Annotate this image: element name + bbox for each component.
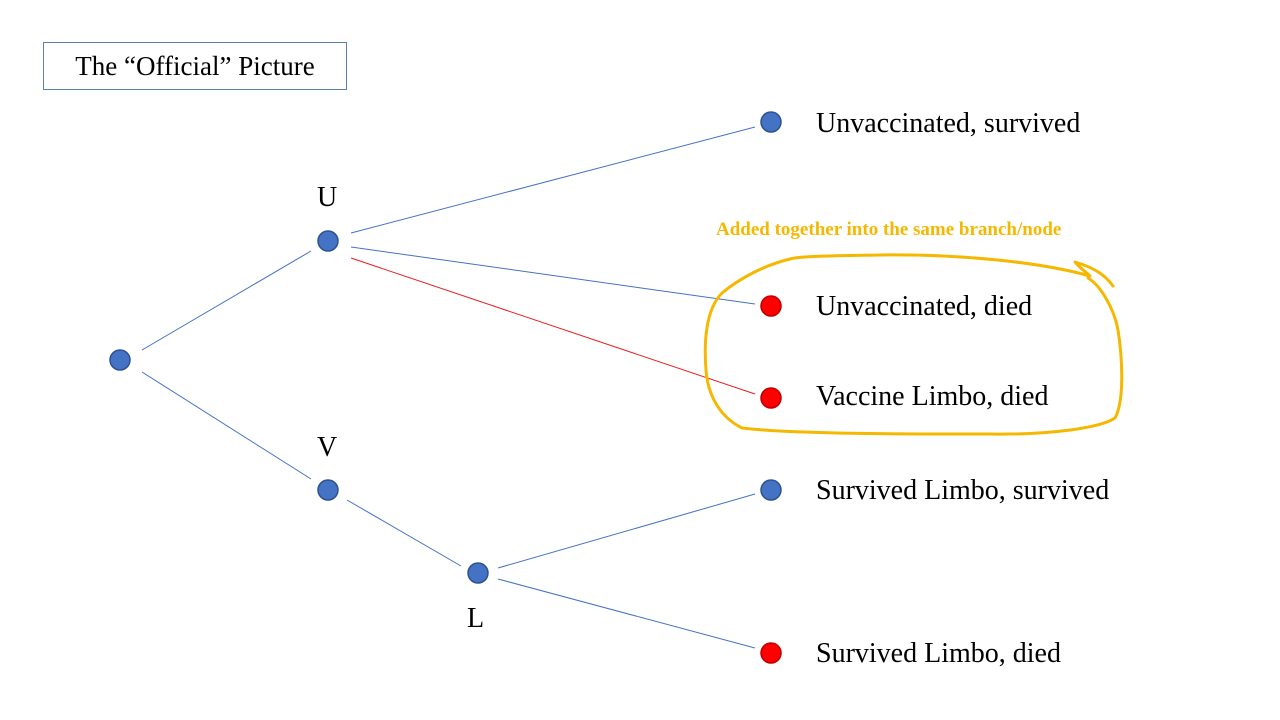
outcome-label-vaccine-limbo-died: Vaccine Limbo, died	[816, 381, 1049, 412]
node-u-label: U	[317, 182, 338, 213]
edge-l-survived-limbo-died	[497, 578, 756, 649]
outcome-label-survived-limbo-died: Survived Limbo, died	[816, 638, 1061, 669]
diagram-title: The “Official” Picture	[75, 50, 315, 81]
edge-v-l	[346, 499, 462, 567]
node-v-label: V	[317, 432, 338, 463]
edge-l-survived-limbo-survived	[497, 493, 756, 569]
annotation-text: Added together into the same branch/node	[716, 219, 1062, 240]
edge-u-unvaccinated-died	[350, 246, 756, 305]
edge-u-vaccine-limbo-died	[350, 257, 756, 395]
node-survived-limbo-died	[760, 642, 782, 664]
edge-root-v	[141, 371, 312, 480]
edge-root-u	[141, 250, 312, 351]
outcome-label-unvaccinated-survived: Unvaccinated, survived	[816, 108, 1081, 139]
outcome-label-unvaccinated-died: Unvaccinated, died	[816, 291, 1033, 322]
node-survived-limbo-survived	[760, 479, 782, 501]
annotation-loop	[703, 253, 1124, 436]
node-root	[109, 349, 131, 371]
node-unvaccinated-died	[760, 295, 782, 317]
node-unvaccinated-survived	[760, 111, 782, 133]
node-vaccine-limbo-died	[760, 387, 782, 409]
node-l-label: L	[467, 603, 485, 634]
node-v	[317, 479, 339, 501]
node-l	[467, 562, 489, 584]
diagram-title-box: The “Official” Picture	[43, 42, 347, 90]
node-u	[317, 230, 339, 252]
edge-u-unvaccinated-survived	[350, 126, 756, 234]
outcome-label-survived-limbo-survived: Survived Limbo, survived	[816, 475, 1110, 506]
